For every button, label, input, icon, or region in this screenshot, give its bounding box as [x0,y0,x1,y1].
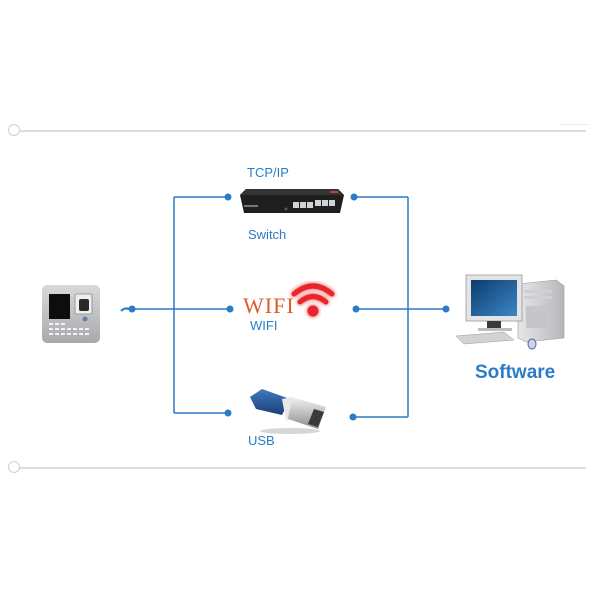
tcpip-label: TCP/IP [247,165,289,180]
usb-plug [248,385,332,435]
wifi-symbol [288,278,338,324]
fingerprint-terminal [42,285,100,343]
switch-label: Switch [248,227,287,242]
top-divider [20,130,586,132]
usb-plug-icon [250,389,326,434]
network-switch [240,185,344,217]
fingerprint-reader-icon [42,285,100,343]
node-dot [224,409,232,417]
node-dot [350,193,358,201]
wifi-logo-text: WIFI [243,293,295,318]
node-dot [352,305,360,313]
node-dot [349,413,357,421]
device-cable-tail [120,307,131,312]
node-dot [226,305,234,313]
network-switch-icon [240,189,344,213]
usb-label: USB [248,433,275,448]
desktop-computer-icon [455,274,565,350]
bottom-divider [20,467,586,469]
node-dot [128,305,136,313]
wifi-icon [291,283,335,317]
top-divider-circle [8,124,20,136]
top-divider-accent [560,124,590,125]
software-label: Software [475,362,556,383]
bottom-divider-circle [8,461,20,473]
wifi-label: WIFI [250,318,278,333]
node-dot [224,193,232,201]
desktop-computer [455,272,566,350]
node-dot [442,305,450,313]
